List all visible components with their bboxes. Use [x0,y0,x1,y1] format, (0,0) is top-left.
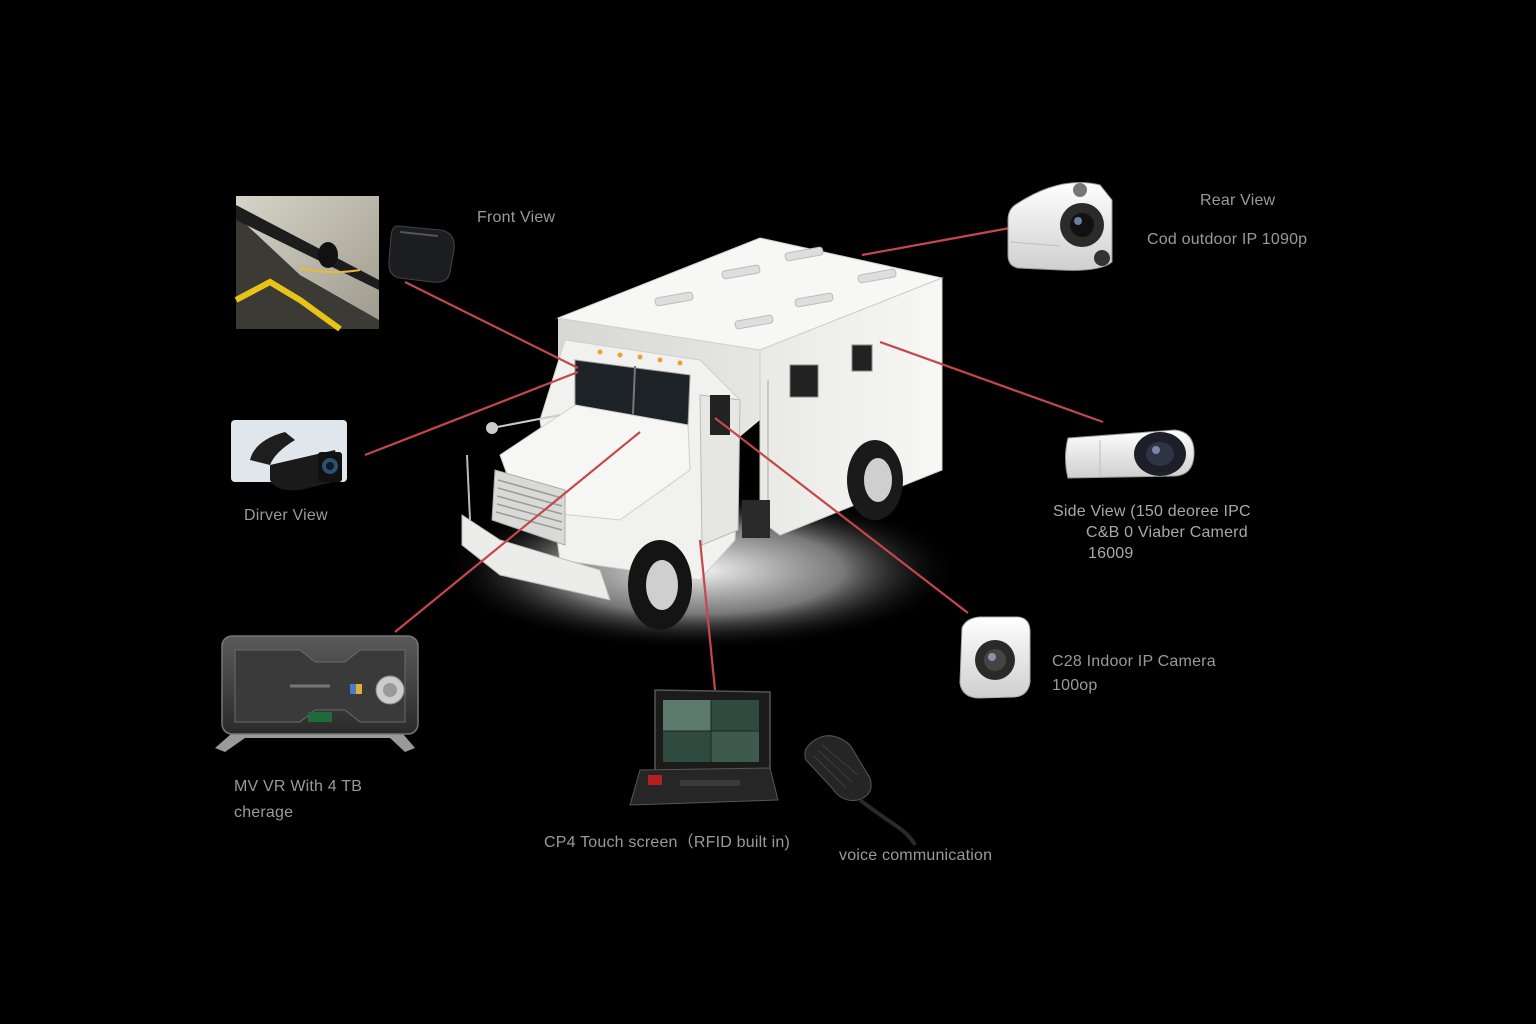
label-voice-communication: voice communication [839,847,993,864]
indoor-dome-camera [959,616,1031,699]
label-rear-view: Rear View Cod outdoor IP 1090p [1147,190,1307,250]
front-view-photo [234,196,379,332]
label-indoor-camera-line1: C28 Indoor IP Camera [1052,653,1216,670]
connector-lines [364,226,1104,691]
connector-driver-view [364,370,579,457]
connector-touch-screen [698,539,717,691]
front-camera-device [388,225,455,283]
touch-screen-terminal [629,689,779,806]
connector-mvr [394,431,641,633]
label-indoor-camera-line2: 100op [1052,677,1098,694]
side-view-camera [1065,429,1195,479]
connector-rear-view [861,226,1011,257]
handheld-microphone [804,735,917,846]
connector-indoor-camera [714,417,969,614]
driver-view-camera [231,420,347,491]
label-driver-view: Dirver View [244,507,328,524]
label-side-view: Side View (150 deoree IPC C&B 0 Viaber C… [1053,501,1251,564]
label-side-view-line1: Side View (150 deoree IPC [1053,503,1251,520]
mobile-dvr [215,635,419,752]
label-mvr-line1: MV VR With 4 TB [234,778,363,795]
connector-side-view [879,340,1104,424]
armored-truck [461,237,944,630]
label-mvr: MV VR With 4 TB cherage [234,776,362,823]
label-touch-screen: CP4 Touch screen（RFID built in) [544,834,790,851]
label-indoor-camera: C28 Indoor IP Camera 100op [1052,651,1216,696]
label-rear-view-spec: Cod outdoor IP 1090p [1147,231,1308,248]
label-side-view-line2: C&B 0 Viaber Camerd [1086,524,1248,541]
label-front-view: Front View [477,209,556,226]
rear-view-camera [1007,182,1113,271]
truck-bumper [461,514,611,601]
connector-front-view [404,281,579,369]
label-rear-view-title: Rear View [1200,192,1276,209]
label-mvr-line2: cherage [234,804,294,821]
label-side-view-line3: 16009 [1088,545,1134,562]
